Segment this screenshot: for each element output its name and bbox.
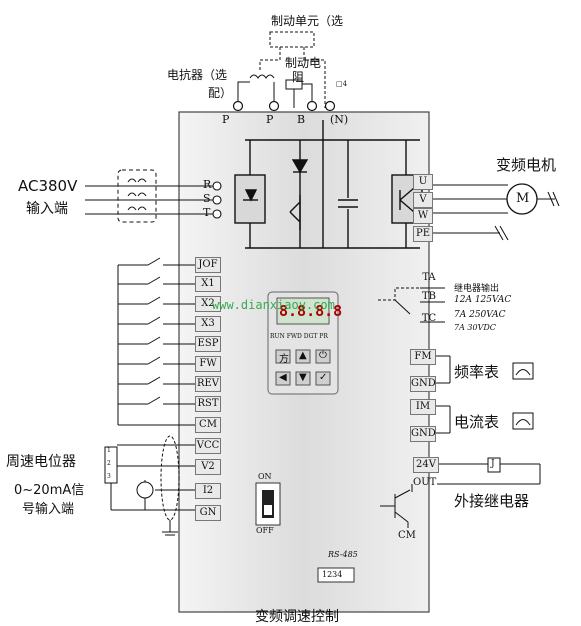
external-relay-wiring <box>380 457 541 528</box>
meter-wiring <box>435 355 534 434</box>
terminal-pe: PE <box>413 226 433 242</box>
current-meter-label: 电流表 <box>454 413 500 431</box>
relay-spec-3: 7A 30VDC <box>454 323 496 332</box>
pot-pin-1: 1 <box>107 447 111 454</box>
transistor-cm-label: CM <box>398 530 416 541</box>
terminal-esp: ESP <box>195 336 221 352</box>
keypad-indicators: RUN FWD DGT PR <box>270 333 328 340</box>
relay-spec-2: 7A 250VAC <box>454 310 506 320</box>
terminal-x2: X2 <box>195 296 221 312</box>
switch-on-label: ON <box>258 472 272 481</box>
terminal-s: S <box>203 192 211 205</box>
current-source-icon <box>136 481 154 499</box>
switch-off-label: OFF <box>256 526 274 535</box>
relay-spec-1: 12A 125VAC <box>454 295 512 305</box>
key-enter-icon[interactable]: ✓ <box>319 372 328 383</box>
bottom-caption: 变频调速控制 <box>255 609 339 625</box>
terminal-cm: CM <box>195 417 221 433</box>
terminal-tc: TC <box>421 313 437 324</box>
brake-resistor-label-2: 阻 <box>292 70 305 84</box>
terminal-fm-gnd: GND <box>410 376 436 392</box>
relay-wiring <box>378 287 445 323</box>
current-input-label-2: 号输入端 <box>22 502 75 517</box>
reactor-label-2: 配） <box>208 86 233 100</box>
pot-pin-3: 3 <box>107 473 111 480</box>
on-off-switch <box>255 482 281 526</box>
terminal-p1: P <box>222 113 230 126</box>
key-menu-icon[interactable]: 方 <box>279 354 289 365</box>
key-up-icon[interactable]: ▲ <box>299 350 307 361</box>
terminal-rev: REV <box>195 376 221 392</box>
terminal-x3: X3 <box>195 316 221 332</box>
terminal-out: OUT <box>413 477 437 488</box>
key-run-icon[interactable]: ⏻ <box>319 350 327 361</box>
pot-pin-2: 2 <box>107 460 111 467</box>
terminal-u: U <box>413 174 433 190</box>
analog-wiring <box>104 435 195 536</box>
potentiometer-label: 周速电位器 <box>6 454 76 470</box>
terminal-rst: RST <box>195 396 221 412</box>
brake-unit-label: 制动单元（选 <box>271 14 344 28</box>
motor-wiring <box>422 184 560 241</box>
terminal-p2: P <box>266 113 274 126</box>
terminal-ta: TA <box>422 272 436 283</box>
motor-label: 变频电机 <box>496 156 557 174</box>
input-breaker <box>85 169 215 223</box>
relay-coil-symbol: J <box>491 459 495 469</box>
watermark: www.dianxiaoy.com <box>212 298 335 312</box>
terminal-v: V <box>413 192 433 208</box>
brake-resistor-label: 制动电 <box>285 56 322 70</box>
control-switches <box>117 257 195 426</box>
comm-pins: 1234 <box>322 570 343 579</box>
terminal-fw: FW <box>195 356 221 372</box>
terminal-t: T <box>203 206 211 219</box>
key-left-icon[interactable]: ◀ <box>279 372 287 383</box>
rs485-label: RS-485 <box>328 550 358 559</box>
motor-circle <box>506 183 538 215</box>
terminal-x1: X1 <box>195 276 221 292</box>
terminal-fm: FM <box>410 349 436 365</box>
terminal-i2: I2 <box>195 483 221 499</box>
terminal-v2: V2 <box>195 459 221 475</box>
input-label: 输入端 <box>26 201 68 217</box>
terminal-vcc: VCC <box>195 438 221 454</box>
top-wiring <box>237 31 326 108</box>
terminal-im: IM <box>410 399 436 415</box>
relay-title: 继电器输出 <box>454 284 500 294</box>
keypad-panel <box>267 291 339 395</box>
terminal-w: W <box>413 208 433 224</box>
current-input-label: 0~20mA信 <box>14 483 85 498</box>
terminal-tb: TB <box>421 291 437 302</box>
terminal-jof: JOF <box>195 257 221 273</box>
frequency-meter-label: 频率表 <box>454 363 500 381</box>
terminal-b: B <box>297 113 306 126</box>
key-down-icon[interactable]: ▼ <box>299 372 307 383</box>
terminal-gn: GN <box>195 505 221 521</box>
terminal-n: (N) <box>330 113 349 126</box>
keypad-display: 8.8.8.8 <box>279 302 343 320</box>
motor-symbol: M <box>516 191 530 206</box>
reactor-label: 电抗器（选 <box>167 68 228 82</box>
power-terminal-dots <box>232 100 336 112</box>
terminal-24v: 24V <box>413 457 439 473</box>
input-voltage-label: AC380V <box>18 177 78 195</box>
external-relay-label: 外接继电器 <box>454 492 530 510</box>
bus-small-label: □4 <box>336 80 348 88</box>
terminal-r: R <box>203 178 212 191</box>
terminal-im-gnd: GND <box>410 426 436 442</box>
